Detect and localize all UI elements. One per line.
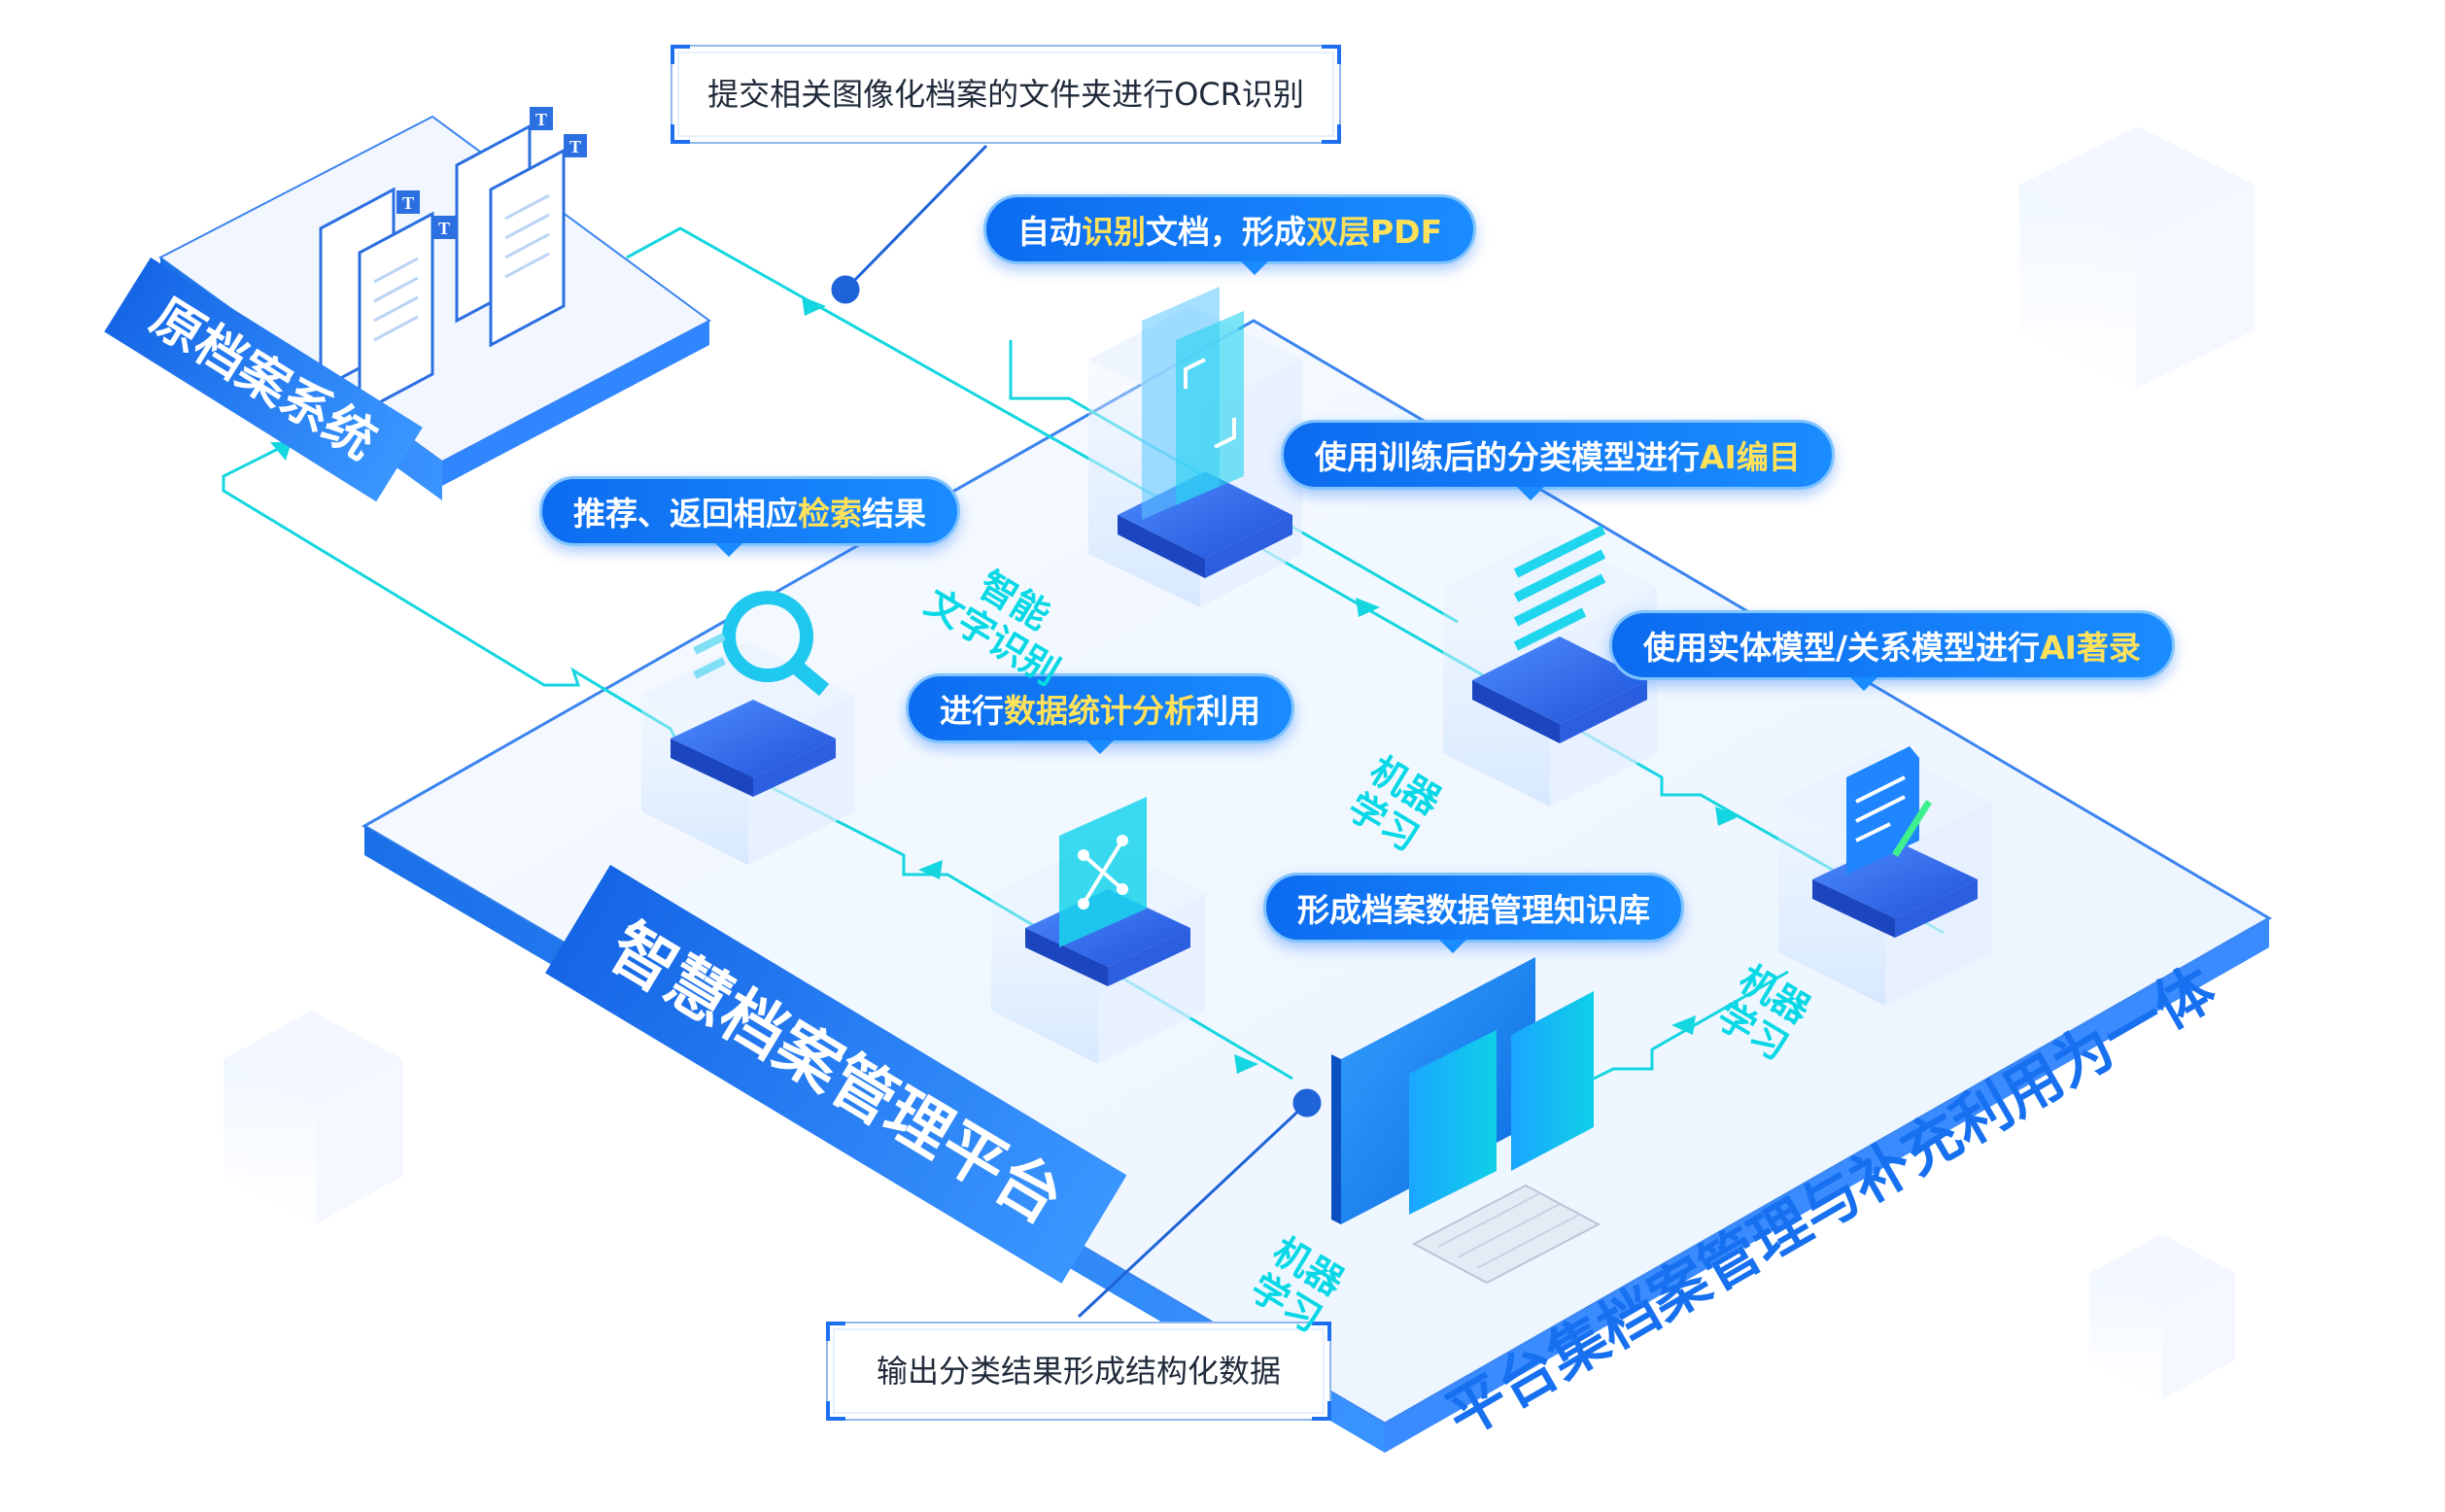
svg-text:T: T [569, 137, 581, 156]
top-callout: 提交相关图像化档案的文件夹进行OCR识别 [671, 45, 1341, 144]
bubble-describe: 使用实体模型/关系模型进行AI著录 [1609, 610, 2175, 680]
svg-text:T: T [438, 219, 450, 238]
svg-text:T: T [535, 110, 547, 129]
callout-connectors [831, 144, 1322, 1319]
node-search [641, 591, 855, 865]
callout-corner-bracket [1322, 45, 1341, 64]
callout-corner-bracket [1312, 1401, 1331, 1421]
bubble-stats: 进行数据统计分析利用 [906, 673, 1294, 743]
bg-cube-left [224, 1011, 403, 1224]
bubble-knowledge: 形成档案数据管理知识库 [1263, 873, 1684, 943]
callout-corner-bracket [671, 45, 690, 64]
text-document-icon: T T T T [396, 107, 587, 239]
callout-corner-bracket [826, 1322, 845, 1341]
callout-corner-bracket [671, 124, 690, 144]
bottom-callout-text: 输出分类结果形成结构化数据 [876, 1353, 1281, 1390]
document-scan-icon [1142, 287, 1244, 520]
node-describe [1778, 746, 1992, 1006]
computer-icon [1409, 991, 1601, 1285]
svg-text:T: T [402, 193, 414, 213]
list-icon [1513, 525, 1606, 651]
callout-corner-bracket [1312, 1322, 1331, 1341]
node-knowledge [1331, 957, 1601, 1285]
source-documents: T T T T [319, 107, 587, 416]
node-stats [991, 797, 1205, 1064]
top-callout-text: 提交相关图像化档案的文件夹进行OCR识别 [707, 76, 1304, 113]
source-platform [158, 115, 711, 500]
document-edit-icon [1846, 746, 1932, 875]
bg-cube-bottom-right [2089, 1234, 2235, 1399]
node-catalog [1443, 525, 1657, 807]
bubble-search: 推荐、返回相应检索结果 [539, 476, 960, 546]
callout-corner-bracket [826, 1401, 845, 1421]
bottom-callout: 输出分类结果形成结构化数据 [826, 1322, 1331, 1421]
bubble-ocr: 自动识别文档，形成双层PDF [983, 194, 1477, 264]
network-chart-icon [1059, 797, 1147, 947]
search-icon [693, 591, 830, 697]
node-ocr [1088, 287, 1302, 607]
flow-arrows [270, 296, 1739, 1074]
bg-cube-right [2019, 126, 2255, 389]
bubble-catalog: 使用训练后的分类模型进行AI编目 [1281, 420, 1835, 490]
callout-corner-bracket [1322, 124, 1341, 144]
